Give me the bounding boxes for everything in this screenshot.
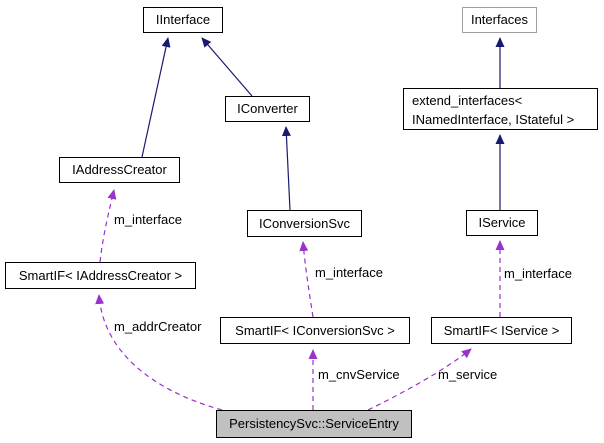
edge-serviceentry-to-smartif-svc: [367, 348, 472, 411]
edge-iconverter-to-iinterface: [201, 37, 253, 97]
class-node-smartif-iaddresscreator[interactable]: SmartIF< IAddressCreator >: [5, 262, 196, 289]
class-node-smartif-iservice[interactable]: SmartIF< IService >: [431, 317, 572, 344]
edge-label-m-cnvservice: m_cnvService: [318, 367, 400, 382]
class-node-smartif-iconversionsvc[interactable]: SmartIF< IConversionSvc >: [220, 317, 410, 344]
class-node-interfaces: Interfaces: [462, 7, 537, 33]
edge-smartif-addr-to-iaddresscreator: [99, 189, 117, 263]
class-node-iaddresscreator[interactable]: IAddressCreator: [59, 157, 180, 183]
edge-iconversionsvc-to-iconverter: [281, 126, 291, 211]
class-node-iconversionsvc[interactable]: IConversionSvc: [247, 210, 362, 237]
class-node-iinterface[interactable]: IInterface: [143, 7, 223, 33]
edge-label-m-addrcreator: m_addrCreator: [114, 319, 202, 334]
edge-serviceentry-to-smartif-addr: [95, 294, 223, 411]
edge-label-m-service: m_service: [438, 367, 498, 382]
class-node-persistencysvc-serviceentry: PersistencySvc::ServiceEntry: [216, 410, 412, 438]
edge-label-m-interface: m_interface: [315, 265, 383, 280]
edge-label-m-interface: m_interface: [504, 266, 572, 281]
class-node-extend-interfaces[interactable]: extend_interfaces< INamedInterface, ISta…: [403, 88, 598, 130]
edge-smartif-conv-to-iconversionsvc: [299, 241, 314, 318]
edge-label-m-interface: m_interface: [114, 212, 182, 227]
class-node-iservice[interactable]: IService: [466, 210, 538, 236]
edge-iaddresscreator-to-iinterface: [141, 37, 171, 158]
class-node-iconverter[interactable]: IConverter: [225, 96, 310, 122]
